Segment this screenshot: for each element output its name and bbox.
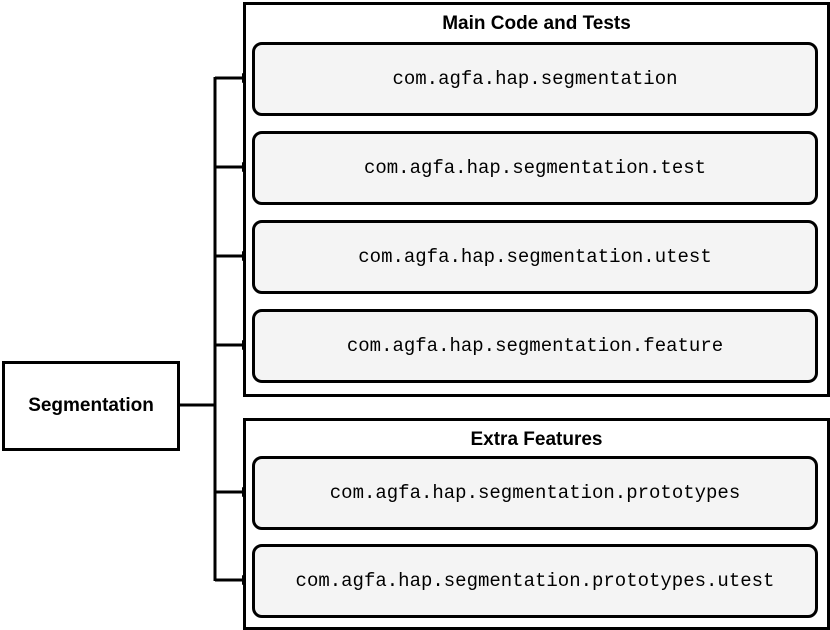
package-segmentation-prototypes: com.agfa.hap.segmentation.prototypes xyxy=(252,456,818,530)
package-label: com.agfa.hap.segmentation.test xyxy=(363,157,707,179)
package-segmentation-feature: com.agfa.hap.segmentation.feature xyxy=(252,309,818,383)
group-title-main: Main Code and Tests xyxy=(442,13,631,34)
package-label: com.agfa.hap.segmentation.prototypes.ute… xyxy=(295,570,775,592)
main-code-and-tests-group: Main Code and Tests com.agfa.hap.segment… xyxy=(243,2,830,397)
package-label: com.agfa.hap.segmentation.prototypes xyxy=(329,482,741,504)
group-title-extra: Extra Features xyxy=(470,429,603,450)
package-segmentation-test: com.agfa.hap.segmentation.test xyxy=(252,131,818,205)
package-label: com.agfa.hap.segmentation xyxy=(392,68,678,90)
package-segmentation: com.agfa.hap.segmentation xyxy=(252,42,818,116)
package-segmentation-utest: com.agfa.hap.segmentation.utest xyxy=(252,220,818,294)
package-label: com.agfa.hap.segmentation.feature xyxy=(346,335,724,357)
package-segmentation-prototypes-utest: com.agfa.hap.segmentation.prototypes.ute… xyxy=(252,544,818,618)
segmentation-root-node: Segmentation xyxy=(2,361,180,451)
root-node-label: Segmentation xyxy=(28,395,154,416)
extra-features-group: Extra Features com.agfa.hap.segmentation… xyxy=(243,418,830,630)
package-label: com.agfa.hap.segmentation.utest xyxy=(358,246,712,268)
